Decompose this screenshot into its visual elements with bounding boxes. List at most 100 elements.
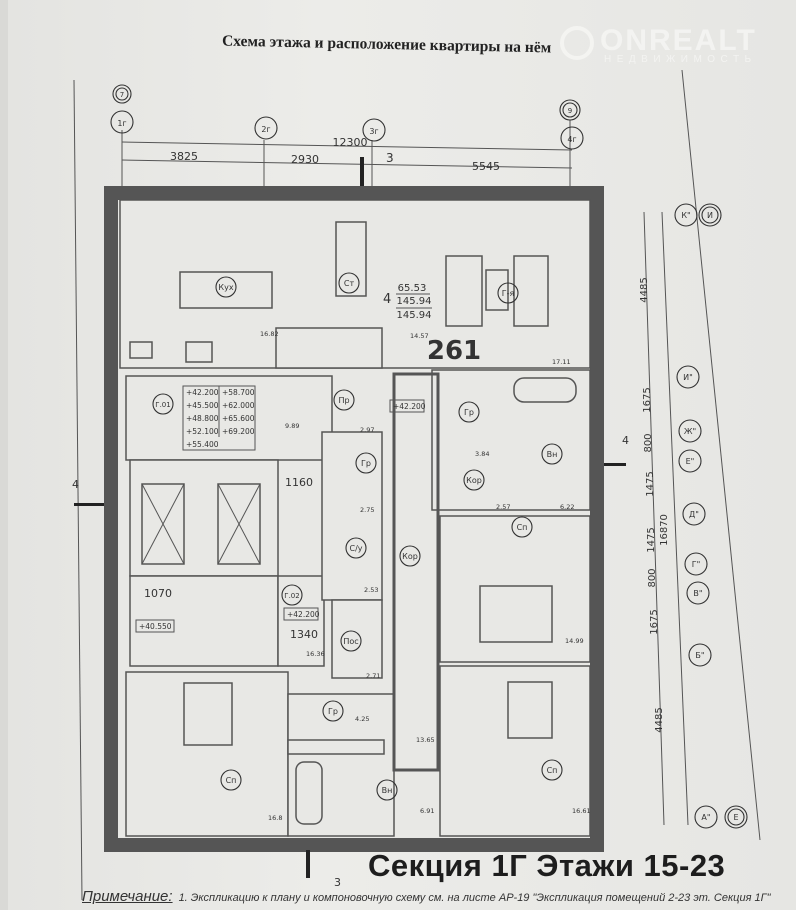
room-label: Вн <box>382 786 393 795</box>
svg-text:4.25: 4.25 <box>355 715 369 723</box>
room-label: Пос <box>343 637 358 646</box>
svg-text:16.36: 16.36 <box>306 650 325 658</box>
dimension-label: 3825 <box>170 150 198 163</box>
svg-text:9.89: 9.89 <box>285 422 299 430</box>
svg-text:2.71: 2.71 <box>366 672 380 680</box>
svg-text:И: И <box>707 211 713 220</box>
corridor <box>392 372 440 772</box>
room-label: Гр <box>464 408 474 417</box>
section-mark: 3 <box>334 876 341 889</box>
bed-icon <box>507 681 553 739</box>
kitchen-counter-icon <box>179 271 273 309</box>
room-laundry <box>331 599 383 679</box>
svg-text:6.22: 6.22 <box>560 503 574 511</box>
watermark: ONREALT НЕДВИЖИМОСТЬ <box>560 24 757 65</box>
svg-text:+65.600: +65.600 <box>222 414 255 423</box>
svg-text:+69.200: +69.200 <box>222 427 255 436</box>
axis-label: 9 <box>568 107 572 115</box>
svg-text:17.11: 17.11 <box>552 358 571 366</box>
axis-label: 1г <box>117 119 126 128</box>
section-marker <box>306 850 310 878</box>
room-label: Сп <box>226 776 237 785</box>
total-area: 145.94 <box>397 296 432 307</box>
axis-label: 2г <box>261 125 270 134</box>
room-label: Кор <box>402 552 418 561</box>
apartment-number: 261 <box>427 336 481 366</box>
watermark-logo-icon <box>560 26 594 60</box>
room-wardrobe-wc <box>321 431 383 601</box>
svg-text:+52.100: +52.100 <box>186 427 219 436</box>
room-label: Ст <box>344 279 355 288</box>
svg-text:1675: 1675 <box>649 609 660 634</box>
svg-text:+42.200: +42.200 <box>186 388 219 397</box>
svg-text:4485: 4485 <box>654 707 665 732</box>
top-axes: 7 1г 2г 3г 9 4г 12300 3825 2930 5545 3 <box>110 84 584 198</box>
axis-label: 4г <box>567 135 576 144</box>
svg-text:Д": Д" <box>689 510 699 519</box>
note: Примечание: 1. Экспликацию к плану и комп… <box>82 888 771 905</box>
svg-text:2.53: 2.53 <box>364 586 378 594</box>
total-area: 145.94 <box>397 310 432 321</box>
svg-text:2.75: 2.75 <box>360 506 374 514</box>
svg-text:Б": Б" <box>695 651 704 660</box>
axis-circle <box>112 84 132 104</box>
bathtub-icon <box>513 377 577 403</box>
svg-text:16.82: 16.82 <box>260 330 279 338</box>
svg-text:1475: 1475 <box>646 527 657 552</box>
svg-text:+40.550: +40.550 <box>139 622 172 631</box>
frame-line-right <box>681 69 761 841</box>
note-text: 1. Экспликацию к плану и компоновочную с… <box>178 892 771 904</box>
note-label: Примечание: <box>82 888 173 905</box>
svg-text:14.57: 14.57 <box>410 332 429 340</box>
svg-text:И": И" <box>683 373 693 382</box>
svg-text:+62.000: +62.000 <box>222 401 255 410</box>
sofa-icon <box>513 255 549 327</box>
bathtub-icon <box>295 761 323 825</box>
svg-text:1475: 1475 <box>645 471 656 496</box>
dimension-label: 2930 <box>291 153 319 166</box>
living-area: 65.53 <box>398 283 427 294</box>
watermark-brand: ONREALT <box>600 24 757 57</box>
area-labels: 16.82 14.57 17.11 9.89 2.97 2.75 2.53 3.… <box>260 330 591 822</box>
svg-text:Ж": Ж" <box>684 427 696 436</box>
svg-text:+42.200: +42.200 <box>393 402 426 411</box>
svg-text:1675: 1675 <box>642 387 653 412</box>
room-lobby-01 <box>125 375 333 461</box>
section-mark: 3 <box>386 151 394 165</box>
svg-text:13.65: 13.65 <box>416 736 435 744</box>
dining-table-icon <box>335 221 367 297</box>
room-label: Гр <box>328 707 338 716</box>
dimension-label: 12300 <box>333 136 368 149</box>
room-label: Сп <box>517 523 528 532</box>
svg-text:16.8: 16.8 <box>268 814 282 822</box>
room-label: Пр <box>338 396 349 405</box>
room-label: Кор <box>466 476 482 485</box>
svg-text:4: 4 <box>622 434 629 447</box>
watermark-sub: НЕДВИЖИМОСТЬ <box>604 54 757 65</box>
dimension-label: 5545 <box>472 160 500 173</box>
svg-text:1070: 1070 <box>144 587 172 600</box>
svg-text:2.57: 2.57 <box>496 503 510 511</box>
room-label: Вн <box>547 450 558 459</box>
bed-icon <box>183 682 233 746</box>
svg-text:+42.200: +42.200 <box>287 610 320 619</box>
svg-text:В": В" <box>693 589 702 598</box>
rooms-count: 4 <box>383 292 391 307</box>
svg-text:4485: 4485 <box>639 277 650 302</box>
room-label: С/у <box>349 544 362 553</box>
svg-text:Г": Г" <box>692 560 701 569</box>
svg-text:4: 4 <box>72 478 79 491</box>
axis-label: 7 <box>120 91 124 99</box>
svg-text:+48.800: +48.800 <box>186 414 219 423</box>
svg-text:2.97: 2.97 <box>360 426 374 434</box>
levels-table: +42.200+58.700 +45.500+62.000 +48.800+65… <box>135 385 426 633</box>
room-label: Г.02 <box>284 592 299 600</box>
svg-text:Е": Е" <box>686 457 695 466</box>
right-axes: 4485 1675 800 1475 1475 800 1675 4485 16… <box>72 203 748 829</box>
svg-text:16.61: 16.61 <box>572 807 591 815</box>
frame-line-left <box>73 79 83 901</box>
sink-icon <box>129 341 153 359</box>
stove-icon <box>185 341 213 363</box>
room-label: Г-я <box>502 289 515 298</box>
